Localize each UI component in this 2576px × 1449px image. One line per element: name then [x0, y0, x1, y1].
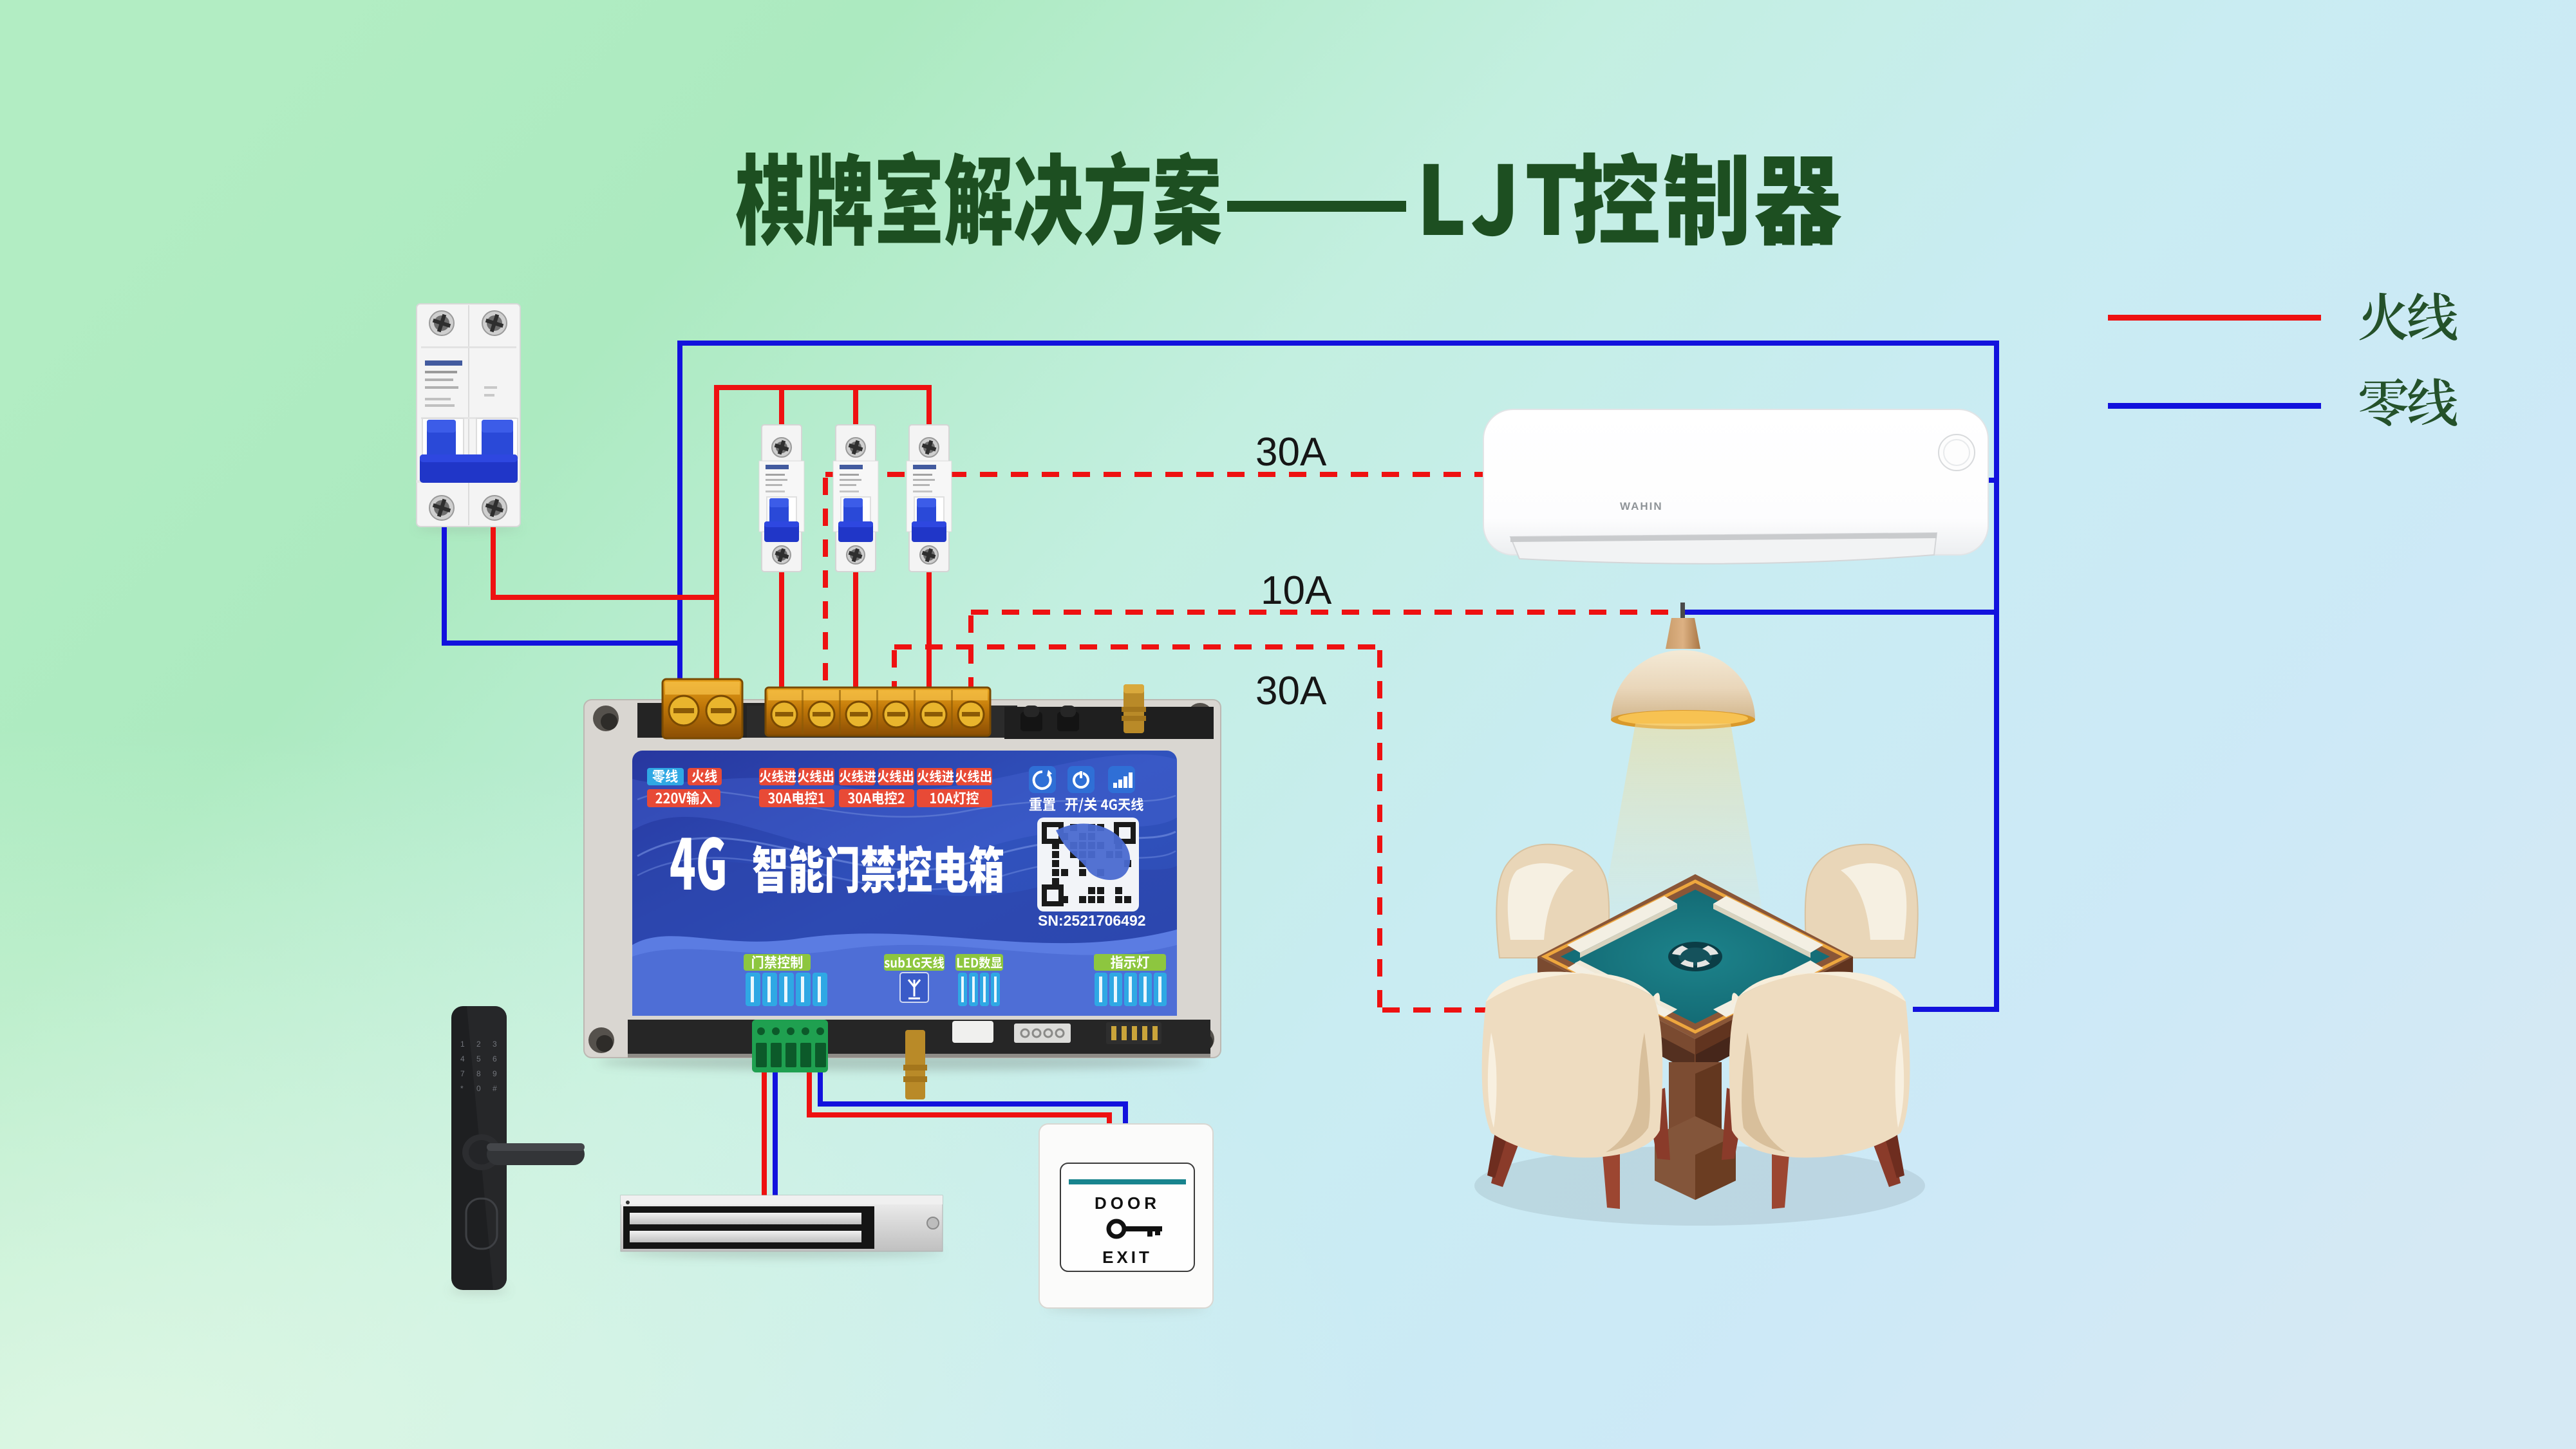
- svg-text:EXIT: EXIT: [1102, 1248, 1152, 1267]
- svg-text:10A: 10A: [1261, 568, 1332, 613]
- svg-text:8: 8: [476, 1069, 481, 1078]
- svg-text:7: 7: [460, 1069, 465, 1078]
- svg-text:SN:2521706492: SN:2521706492: [1038, 912, 1146, 929]
- svg-text:0: 0: [476, 1084, 481, 1093]
- svg-text:DOOR: DOOR: [1095, 1193, 1160, 1213]
- svg-text:#: #: [493, 1084, 497, 1093]
- svg-text:5: 5: [476, 1054, 481, 1063]
- svg-text:30A: 30A: [1255, 430, 1327, 474]
- svg-text:*: *: [460, 1084, 464, 1093]
- svg-text:1: 1: [460, 1040, 465, 1049]
- svg-text:3: 3: [493, 1040, 497, 1049]
- svg-text:WAHIN: WAHIN: [1620, 500, 1663, 512]
- svg-text:6: 6: [493, 1054, 497, 1063]
- svg-text:30A: 30A: [1255, 669, 1327, 713]
- svg-text:9: 9: [493, 1069, 497, 1078]
- svg-text:4: 4: [460, 1054, 465, 1063]
- svg-text:2: 2: [476, 1040, 481, 1049]
